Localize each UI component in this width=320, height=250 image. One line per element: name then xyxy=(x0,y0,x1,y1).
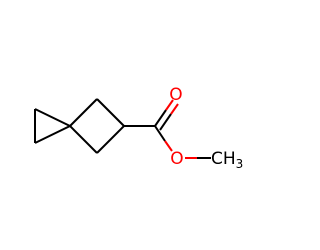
bond-cyclobutane-upper-left xyxy=(69,98,98,127)
bond-carbonyl-double-b xyxy=(159,113,172,131)
bond-cyclobutane-upper-right xyxy=(96,98,125,127)
bond-cyclobutane-lower-right xyxy=(96,125,125,154)
carbonyl-oxygen-label: O xyxy=(169,85,182,105)
bond-carbonyl-to-ester-o-red xyxy=(164,140,173,152)
methyl-label-subscript: 3 xyxy=(236,157,244,171)
bond-cyclopropane-top xyxy=(34,108,71,127)
bond-carbonyl-to-ester-o xyxy=(154,125,166,142)
bond-carbonyl-double-a-o xyxy=(165,99,174,111)
molecule-canvas: O O CH3 xyxy=(34,85,243,171)
bond-carbonyl-double-a xyxy=(154,109,167,127)
structure-diagram: O O CH3 xyxy=(34,85,243,171)
methyl-label: CH3 xyxy=(211,149,243,171)
ester-oxygen-label: O xyxy=(170,149,183,169)
methyl-label-main: CH xyxy=(211,149,236,169)
bond-cyclopropane-bottom xyxy=(34,125,71,144)
bond-carbonyl-double-b-o xyxy=(170,103,179,115)
bond-cyclobutane-lower-left xyxy=(69,125,98,154)
